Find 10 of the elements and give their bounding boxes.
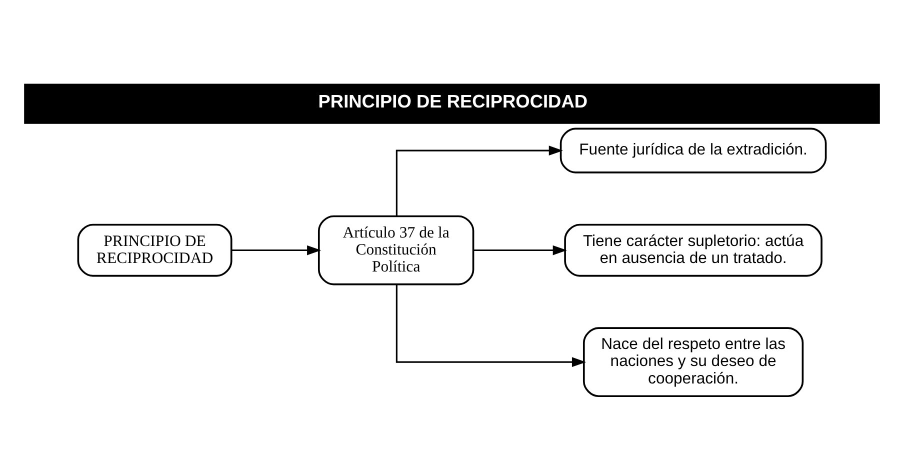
arrow [395,145,562,216]
node-box: Nace del respeto entre las naciones y su deseo de cooperación. [582,326,804,397]
node-box: Fuente jurídica de la extradición. [559,127,826,173]
arrow [472,244,566,255]
node-box: PRINCIPIO DE RECIPROCIDAD [76,223,232,276]
arrow [230,244,321,255]
node-box: Artículo 37 de la Constitución Política [317,214,474,285]
arrow [395,284,586,367]
diagram-title: PRINCIPIO DE RECIPROCIDAD [318,90,588,111]
node-box: Tiene carácter supletorio: actúa en ausencia de un tratado. [564,223,822,276]
